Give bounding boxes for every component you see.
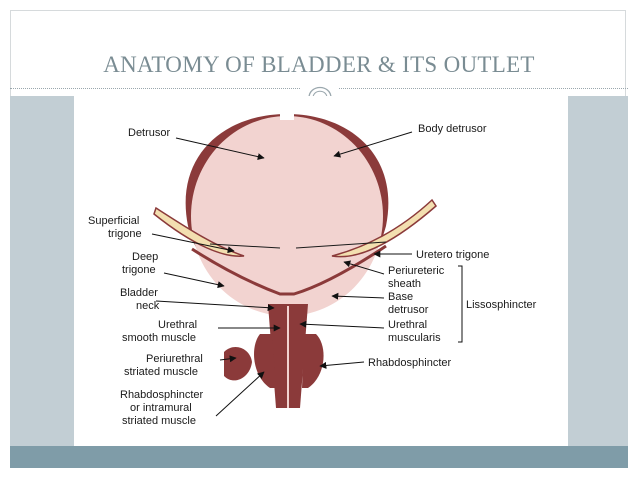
urethra [224, 304, 324, 408]
label-urethral-smooth-2: smooth muscle [122, 332, 196, 344]
label-deep-trigone: Deep [132, 251, 158, 263]
leader-lines [151, 131, 463, 417]
trigone [153, 198, 437, 296]
ornament-icon [301, 72, 339, 100]
bottom-band [10, 446, 628, 468]
label-lissosphincter: Lissosphincter [466, 299, 537, 311]
label-body-detrusor: Body detrusor [418, 123, 487, 135]
left-labels: Detrusor Superficial trigone Deep trigon… [88, 127, 204, 427]
label-superficial-trigone-2: trigone [108, 228, 142, 240]
bladder-diagram: Detrusor Superficial trigone Deep trigon… [74, 96, 568, 446]
label-bladder-neck: Bladder [120, 287, 158, 299]
bladder-anatomy-figure: Detrusor Superficial trigone Deep trigon… [88, 110, 537, 427]
label-urethral-smooth: Urethral [158, 319, 197, 331]
label-base-detrusor-2: detrusor [388, 304, 429, 316]
right-side-band [568, 96, 628, 446]
left-side-band [10, 96, 74, 446]
label-urethral-muscularis: Urethral [388, 319, 427, 331]
label-base-detrusor: Base [388, 291, 413, 303]
label-periurethral: Periurethral [146, 353, 203, 365]
right-labels: Body detrusor Uretero trigone Periureter… [368, 123, 537, 369]
label-superficial-trigone: Superficial [88, 215, 139, 227]
label-periurethral-2: striated muscle [124, 366, 198, 378]
label-bladder-neck-2: neck [136, 300, 160, 312]
label-periureteric-2: sheath [388, 278, 421, 290]
label-rhabdo-intramural-3: striated muscle [122, 415, 196, 427]
label-rhabdo-intramural-2: or intramural [130, 402, 192, 414]
label-rhabdosphincter: Rhabdosphincter [368, 357, 452, 369]
label-deep-trigone-2: trigone [122, 264, 156, 276]
label-uretero-trigone: Uretero trigone [416, 249, 489, 261]
label-detrusor: Detrusor [128, 127, 171, 139]
label-periureteric: Periureteric [388, 265, 445, 277]
label-urethral-muscularis-2: muscularis [388, 332, 441, 344]
label-rhabdo-intramural: Rhabdosphincter [120, 389, 204, 401]
bladder-wall [185, 110, 389, 316]
